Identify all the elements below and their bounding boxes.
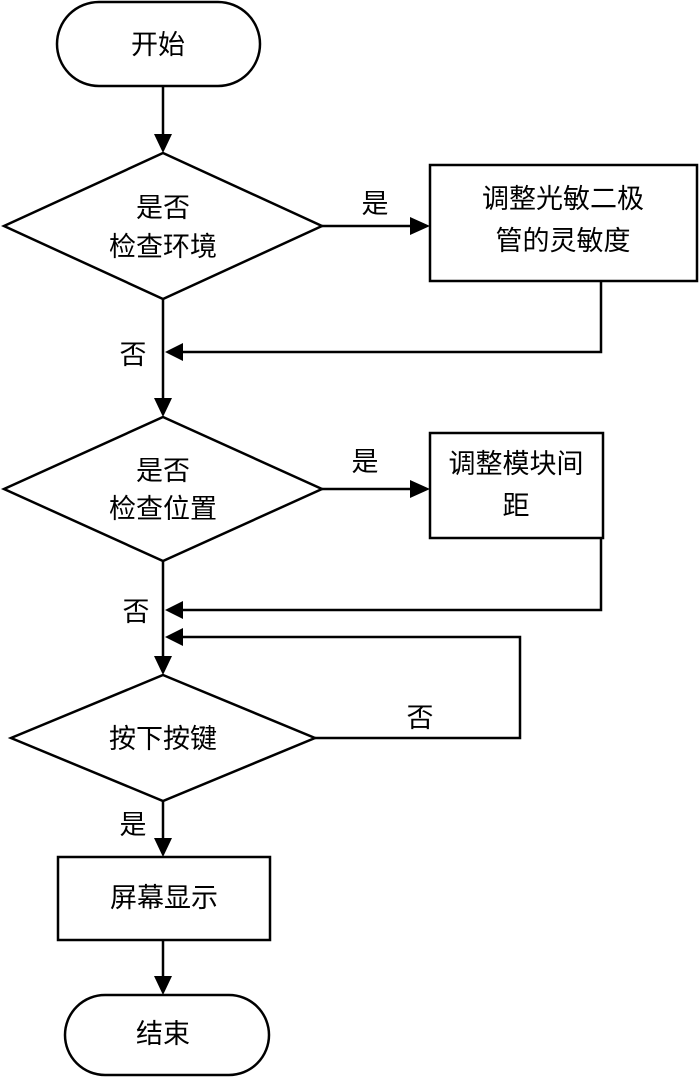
edge-label-key-no: 否 (407, 703, 434, 734)
edge-label-pos-yes: 是 (352, 447, 379, 478)
adjust-spacing-box (428, 431, 605, 540)
env-label-line2: 检查环境 (109, 232, 217, 263)
end-label: 结束 (136, 1019, 190, 1050)
edge-label-key-yes: 是 (120, 810, 147, 841)
arrowhead (154, 134, 172, 153)
arrowhead (410, 480, 430, 498)
arrowhead (154, 976, 172, 995)
pos-label-line1: 是否 (136, 456, 190, 487)
env-label-line1: 是否 (136, 193, 190, 224)
edge-label-env-yes: 是 (362, 189, 389, 220)
pos-label-line2: 检查位置 (109, 494, 217, 525)
adjust-sensitivity-box (428, 163, 699, 283)
start-label: 开始 (131, 30, 185, 61)
display-label: 屏幕显示 (110, 883, 218, 914)
spacing-label-line1: 调整模块间 (449, 449, 584, 480)
edge-label-env-no: 否 (120, 340, 147, 371)
connector-key-no-loop (180, 635, 522, 740)
connector-sensitivity-return (180, 281, 603, 354)
spacing-label-line2: 距 (503, 491, 530, 522)
arrowhead (154, 838, 172, 857)
arrowhead (165, 601, 183, 619)
end-terminal (63, 993, 271, 1077)
edge-label-pos-no: 否 (123, 597, 150, 628)
arrowhead (165, 343, 183, 361)
key-label: 按下按键 (109, 724, 217, 755)
display-box (56, 855, 272, 942)
arrowhead (154, 656, 172, 675)
decision-check-environment (1, 151, 325, 301)
connector-spacing-return (180, 538, 603, 612)
arrowhead (165, 628, 183, 646)
arrowhead (410, 217, 430, 235)
sensitivity-label-line2: 管的灵敏度 (496, 226, 631, 257)
sensitivity-label-line1: 调整光敏二极 (482, 184, 644, 215)
arrowhead (154, 398, 172, 417)
decision-check-position (0, 415, 326, 563)
start-terminal (55, 0, 262, 88)
